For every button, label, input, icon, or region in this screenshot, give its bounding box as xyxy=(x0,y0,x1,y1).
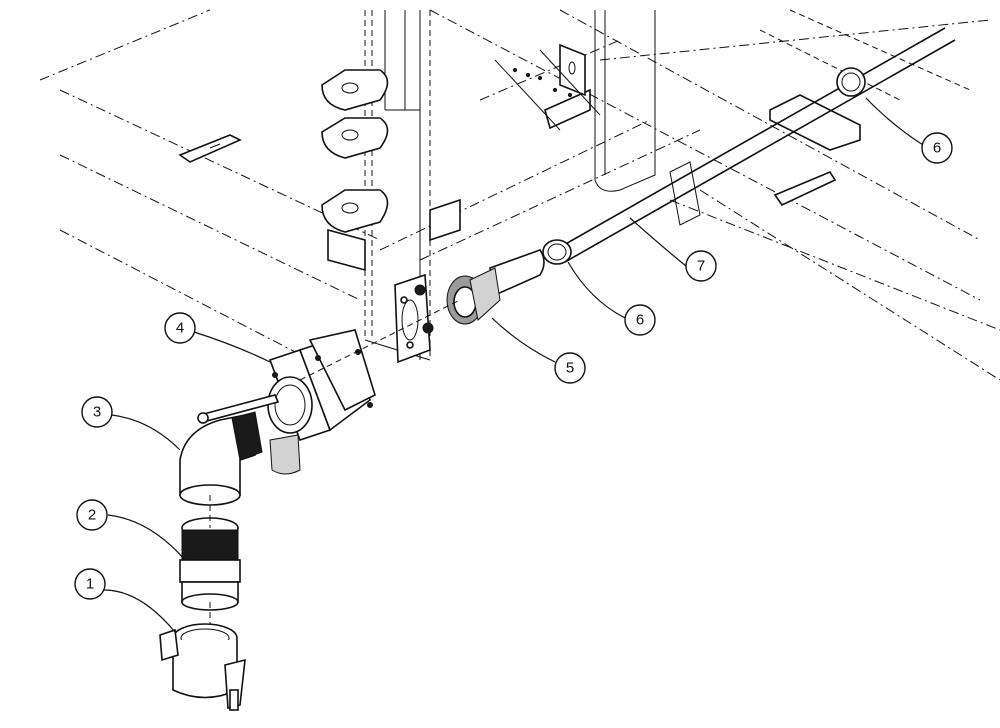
callout-3-label: 3 xyxy=(93,404,101,421)
callout-2-label: 2 xyxy=(88,507,96,524)
callout-3: 3 xyxy=(81,396,113,428)
callout-6-upper-label: 6 xyxy=(933,140,941,157)
elbow xyxy=(179,411,263,506)
callout-5: 5 xyxy=(554,352,586,384)
hose-clamps xyxy=(542,67,866,265)
cam-coupler xyxy=(159,623,246,711)
ball-valve xyxy=(197,329,376,475)
callout-7: 7 xyxy=(685,250,717,282)
callout-6-upper: 6 xyxy=(921,132,953,164)
small-brackets xyxy=(178,43,861,242)
pipe xyxy=(554,27,956,263)
callout-1-label: 1 xyxy=(86,576,94,593)
callout-4-label: 4 xyxy=(176,320,184,337)
center-lines xyxy=(209,299,461,625)
perforated-channel xyxy=(494,49,601,131)
upper-column xyxy=(594,10,656,192)
callout-6-lower: 6 xyxy=(624,304,656,336)
mounting-tabs xyxy=(321,69,389,272)
flange-mount xyxy=(394,273,434,364)
callout-2: 2 xyxy=(76,499,108,531)
callout-6-lower-label: 6 xyxy=(636,312,644,329)
hose-barb-fitting xyxy=(446,249,545,325)
leader-lines xyxy=(103,97,929,633)
callout-4: 4 xyxy=(164,312,196,344)
callout-1: 1 xyxy=(74,568,106,600)
callout-7-label: 7 xyxy=(697,258,705,275)
threaded-adapter xyxy=(179,517,241,611)
callout-5-label: 5 xyxy=(566,360,574,377)
